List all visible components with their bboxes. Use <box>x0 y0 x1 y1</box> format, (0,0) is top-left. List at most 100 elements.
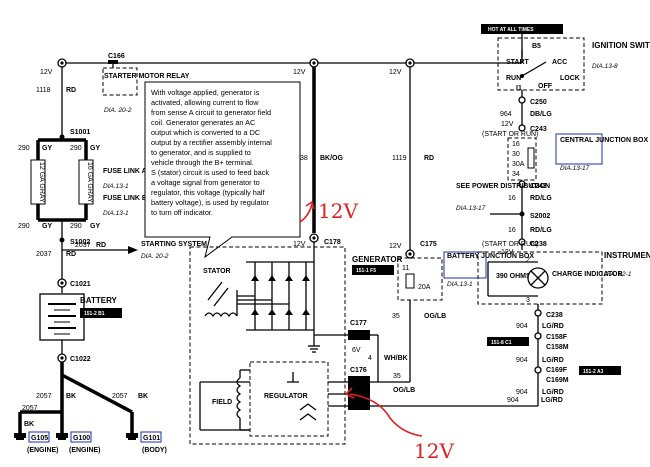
svg-text:DIA. 20-2: DIA. 20-2 <box>104 107 132 114</box>
starting-system-label: STARTING SYSTEM DIA. 20-2 <box>141 241 207 260</box>
svg-text:START: START <box>506 59 530 66</box>
svg-text:16: 16 <box>508 227 516 234</box>
grounds: G105 (ENGINE) G100 (ENGINE) G101 (BODY) <box>14 431 167 454</box>
svg-text:904: 904 <box>516 357 528 364</box>
svg-text:C158F: C158F <box>546 334 568 341</box>
central-junction-box: 16 30 30A 34 CENTRAL JUNCTION BOX DIA.13… <box>482 133 648 256</box>
svg-text:FUSE LINK B: FUSE LINK B <box>103 195 147 202</box>
svg-text:regulator, this voltage (typic: regulator, this voltage (typically half <box>151 188 266 197</box>
svg-text:151-8 C1: 151-8 C1 <box>491 340 512 346</box>
svg-text:C176: C176 <box>350 367 367 374</box>
svg-text:C177: C177 <box>350 320 367 327</box>
svg-text:904: 904 <box>507 397 519 404</box>
svg-text:OFF: OFF <box>538 83 553 90</box>
svg-text:DIA.13-1: DIA.13-1 <box>103 210 129 217</box>
svg-text:2057: 2057 <box>36 393 52 400</box>
fuse-link-b-label: FUSE LINK B DIA.13-1 <box>103 195 147 217</box>
svg-text:from sense A circuit to genera: from sense A circuit to generator field <box>151 108 271 117</box>
svg-text:904: 904 <box>516 389 528 396</box>
svg-text:DIA. 20-2: DIA. 20-2 <box>141 253 169 260</box>
svg-text:1119: 1119 <box>392 155 407 162</box>
svg-text:output by a rectifier assembly: output by a rectifier assembly internal <box>151 138 272 147</box>
svg-text:964: 964 <box>500 111 512 118</box>
svg-text:output which is converted to a: output which is converted to a DC <box>151 128 260 137</box>
svg-text:12V: 12V <box>501 121 514 128</box>
svg-text:2057: 2057 <box>22 405 38 412</box>
svg-text:LG/RD: LG/RD <box>542 357 564 364</box>
instrument-cluster: 2 3 390 OHMS CHARGE INDICATOR INSTRUMENT… <box>477 251 650 406</box>
svg-text:6V: 6V <box>352 405 361 412</box>
svg-text:12V: 12V <box>293 241 306 248</box>
svg-text:S2002: S2002 <box>530 213 550 220</box>
svg-text:activated, allowing current to: activated, allowing current to flow <box>151 98 259 107</box>
svg-text:OG/LB: OG/LB <box>424 313 446 320</box>
ground-g101: G101 (BODY) <box>126 431 167 454</box>
svg-text:SEE POWER DISTRIBUTION: SEE POWER DISTRIBUTION <box>456 183 550 190</box>
svg-text:LOCK: LOCK <box>560 75 580 82</box>
svg-text:RD/LG: RD/LG <box>530 195 552 202</box>
svg-text:DIA.13-17: DIA.13-17 <box>456 205 486 212</box>
annotation-12v-lower: 12V <box>414 439 454 463</box>
svg-text:C250: C250 <box>530 99 547 106</box>
svg-text:coil. Generator generates an A: coil. Generator generates an AC <box>151 118 255 127</box>
svg-text:STARTING SYSTEM: STARTING SYSTEM <box>141 241 207 248</box>
svg-text:C238: C238 <box>530 241 547 248</box>
volt-12v-right: 12V <box>389 69 402 76</box>
svg-text:(ENGINE): (ENGINE) <box>69 447 101 454</box>
svg-text:35: 35 <box>392 313 400 320</box>
svg-text:(START OR RUN): (START OR RUN) <box>482 131 538 138</box>
svg-text:CENTRAL JUNCTION BOX: CENTRAL JUNCTION BOX <box>560 137 648 144</box>
svg-text:GY: GY <box>90 145 100 152</box>
svg-text:12 GA GRAY: 12 GA GRAY <box>38 162 45 203</box>
svg-text:G101: G101 <box>143 435 160 442</box>
svg-text:11: 11 <box>402 265 409 272</box>
svg-text:C175: C175 <box>420 241 437 248</box>
svg-text:390 OHMS: 390 OHMS <box>496 273 531 280</box>
svg-text:S1001: S1001 <box>70 129 90 136</box>
svg-text:DB/LG: DB/LG <box>530 111 552 118</box>
power-distribution-reference: SEE POWER DISTRIBUTION DIA.13-17 <box>456 183 550 212</box>
annotation-12v-upper: 12V <box>318 199 358 223</box>
svg-text:C178: C178 <box>324 239 341 246</box>
svg-text:290: 290 <box>18 223 30 230</box>
svg-text:I1: I1 <box>516 85 522 92</box>
svg-text:B5: B5 <box>532 43 541 50</box>
svg-text:(ENGINE): (ENGINE) <box>27 447 59 454</box>
ignition-switch: B5 START ACC RUN OFF LOCK I1 IGNITION SW… <box>482 37 650 138</box>
svg-text:GY: GY <box>90 223 100 230</box>
svg-text:vehicle through the B+ termina: vehicle through the B+ terminal. <box>151 158 254 167</box>
svg-text:GENERATOR: GENERATOR <box>352 255 403 264</box>
svg-text:REGULATOR: REGULATOR <box>264 393 308 400</box>
svg-text:GY: GY <box>42 223 52 230</box>
middle-wires: 38 BK/OG 1119 RD <box>300 67 434 250</box>
svg-text:FIELD: FIELD <box>212 399 232 406</box>
svg-text:RD: RD <box>96 242 106 249</box>
svg-text:IGNITION SWITCH: IGNITION SWITCH <box>592 41 650 50</box>
svg-text:RD: RD <box>66 87 76 94</box>
fuse-link-circuit: 1118 RD S1001 290 GY 290 GY 12 GA GRAY 1… <box>18 67 147 293</box>
generator: 12V C178 GENERATOR 151-1 F5 STATOR <box>189 233 563 445</box>
svg-text:290: 290 <box>18 145 30 152</box>
svg-text:151-2 B1: 151-2 B1 <box>84 311 105 317</box>
svg-text:G105: G105 <box>31 435 48 442</box>
svg-text:RD: RD <box>424 155 434 162</box>
svg-text:16: 16 <box>512 141 520 148</box>
svg-text:CHARGE INDICATOR: CHARGE INDICATOR <box>552 271 623 278</box>
svg-text:2037: 2037 <box>36 251 52 258</box>
svg-text:4: 4 <box>368 355 372 362</box>
svg-text:2: 2 <box>526 257 530 264</box>
svg-text:GY: GY <box>42 145 52 152</box>
svg-text:2057: 2057 <box>112 393 128 400</box>
svg-text:C238: C238 <box>546 312 563 319</box>
svg-text:DIA.13-17: DIA.13-17 <box>560 165 590 172</box>
svg-text:to turn off indicator.: to turn off indicator. <box>151 208 213 217</box>
svg-text:DIA.13-8: DIA.13-8 <box>592 63 618 70</box>
svg-text:151-1 F5: 151-1 F5 <box>356 268 376 274</box>
svg-text:LG/RD: LG/RD <box>542 323 564 330</box>
svg-text:G100: G100 <box>73 435 90 442</box>
svg-text:6V: 6V <box>352 347 361 354</box>
svg-text:BK: BK <box>66 393 76 400</box>
svg-text:(START OR RUN): (START OR RUN) <box>482 241 538 248</box>
handwritten-annotations: 12V 12V <box>299 199 454 463</box>
svg-text:2037: 2037 <box>75 242 91 249</box>
